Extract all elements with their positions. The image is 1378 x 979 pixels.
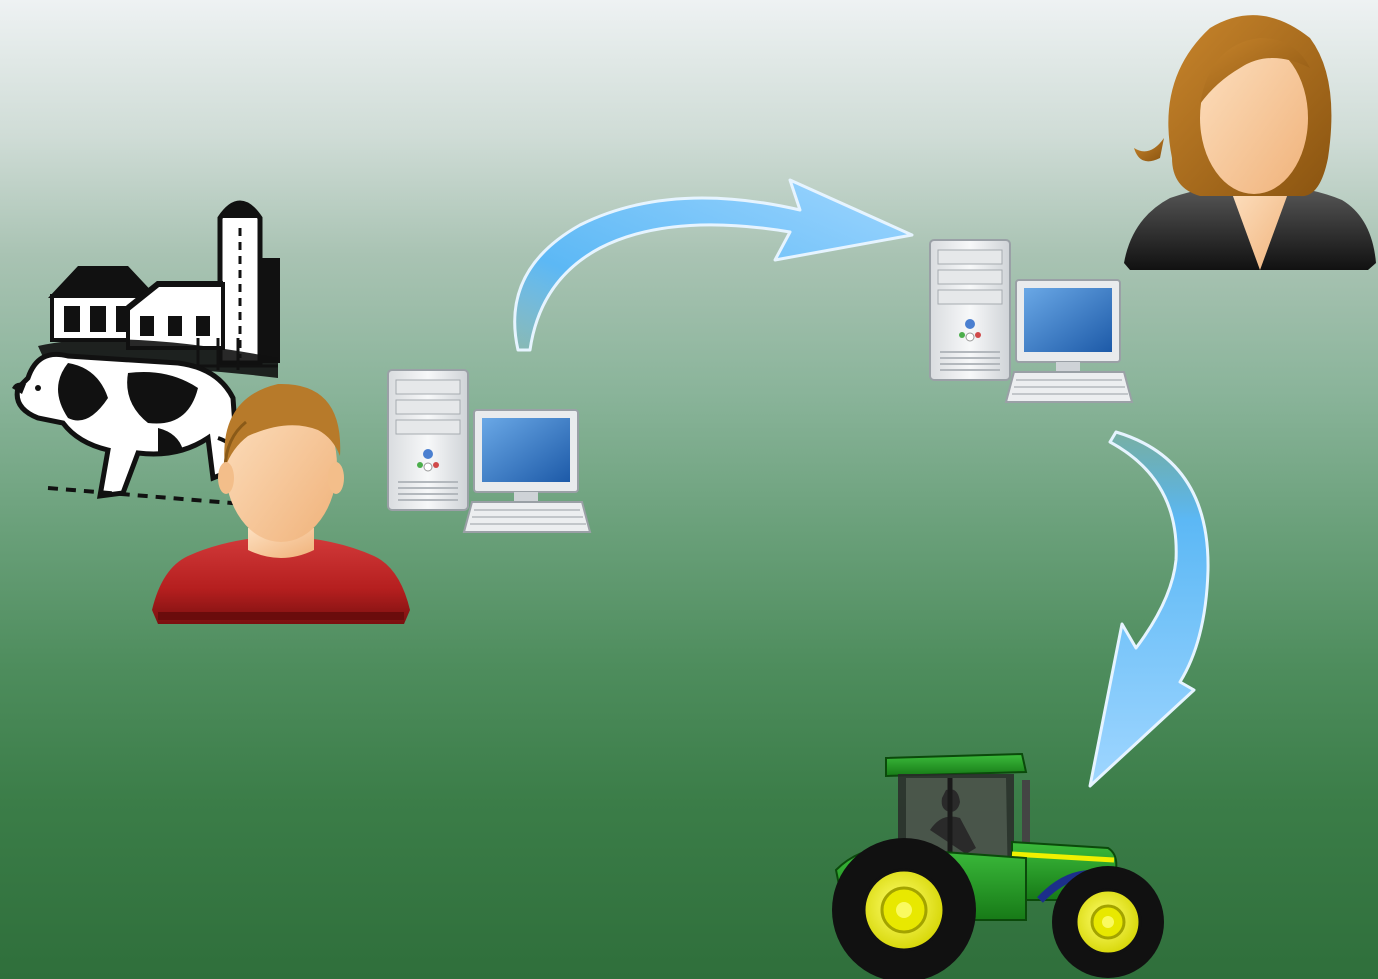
woman-person-icon	[1120, 8, 1378, 278]
contractor-computer	[928, 238, 1134, 408]
curved-arrow-down-icon	[1080, 420, 1220, 792]
tractor	[826, 750, 1166, 979]
farmer	[148, 378, 414, 628]
front-wheel-icon	[1052, 866, 1164, 978]
computer-icon	[928, 238, 1134, 408]
computer-icon	[386, 368, 592, 538]
rear-wheel-icon	[832, 838, 976, 979]
contractor	[1120, 8, 1378, 278]
barn-icon	[48, 266, 223, 348]
arrow-contractor-to-tractor	[1080, 420, 1220, 792]
farmer-computer	[386, 368, 592, 538]
silo-icon	[220, 203, 280, 363]
farmer-person-icon	[148, 378, 414, 628]
tractor-icon	[826, 750, 1166, 979]
arrow-farmer-to-contractor	[500, 170, 920, 360]
curved-arrow-right-icon	[500, 170, 920, 360]
